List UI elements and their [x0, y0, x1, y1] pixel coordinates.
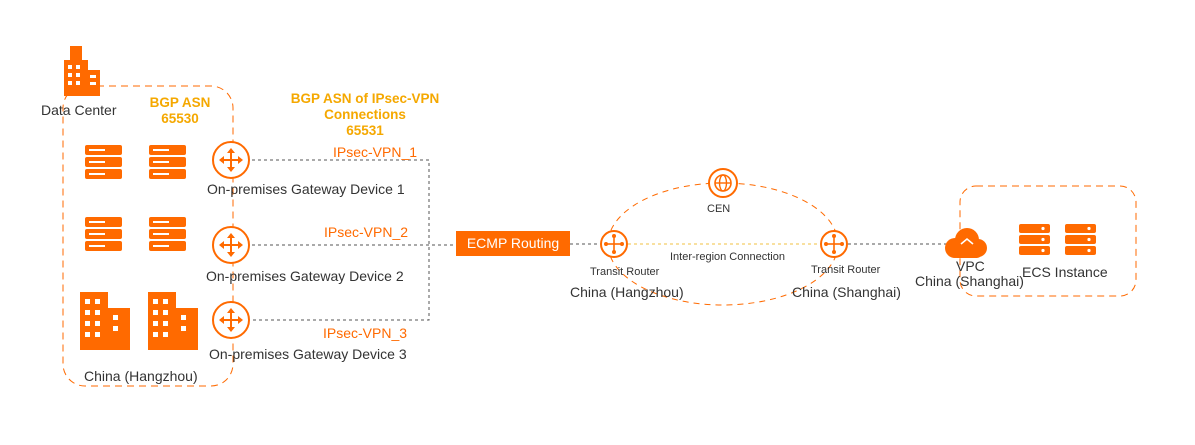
ipsec-asn-title-line1: BGP ASN of IPsec-VPN — [290, 91, 440, 106]
gateway-router-icon — [212, 301, 250, 339]
gateway-device-1-label: On-premises Gateway Device 1 — [207, 181, 405, 197]
vpc-region-label: China (Shanghai) — [915, 273, 1024, 289]
cen-label: CEN — [707, 203, 731, 215]
gateway-device-3-label: On-premises Gateway Device 3 — [209, 346, 407, 362]
ipsec-asn-value: 65531 — [346, 123, 384, 138]
cen-globe-icon — [708, 168, 738, 198]
transit-router-hangzhou-region: China (Hangzhou) — [570, 284, 684, 300]
transit-router-icon — [820, 230, 848, 258]
server-icon — [85, 217, 122, 251]
inter-region-connection-label: Inter-region Connection — [670, 251, 785, 263]
office-building-icon — [148, 292, 198, 350]
ecmp-routing-box: ECMP Routing — [456, 231, 570, 256]
bgp-asn-value: 65530 — [161, 111, 199, 126]
office-building-icon — [80, 292, 130, 350]
transit-router-shanghai-region: China (Shanghai) — [792, 284, 901, 300]
gateway-router-icon — [212, 226, 250, 264]
ipsec-vpn-1-label: IPsec-VPN_1 — [333, 144, 418, 160]
server-icon — [149, 145, 186, 179]
vpc-region-box — [959, 185, 1137, 297]
data-center-label: Data Center — [41, 102, 117, 118]
server-icon — [149, 217, 186, 251]
ipsec-vpn-2-label: IPsec-VPN_2 — [324, 224, 409, 240]
vpc-cloud-icon — [945, 228, 987, 258]
ipsec-tunnel-lines — [252, 159, 456, 321]
transit-router-icon — [600, 230, 628, 258]
ecs-instance-label: ECS Instance — [1022, 264, 1108, 280]
transit-router-hangzhou-role: Transit Router — [590, 266, 660, 278]
data-center-building-icon — [64, 46, 100, 96]
gateway-router-icon — [212, 141, 250, 179]
gateway-device-2-label: On-premises Gateway Device 2 — [206, 268, 404, 284]
vpc-label: VPC — [956, 258, 985, 274]
bgp-asn-title: BGP ASN — [149, 95, 211, 110]
ecs-server-icon — [1065, 224, 1096, 255]
server-icon — [85, 145, 122, 179]
transit-router-shanghai-role: Transit Router — [811, 264, 881, 276]
ecs-server-icon — [1019, 224, 1050, 255]
ipsec-asn-title-line2: Connections — [324, 107, 406, 122]
data-center-region-label: China (Hangzhou) — [84, 368, 198, 384]
ipsec-vpn-3-label: IPsec-VPN_3 — [323, 325, 408, 341]
